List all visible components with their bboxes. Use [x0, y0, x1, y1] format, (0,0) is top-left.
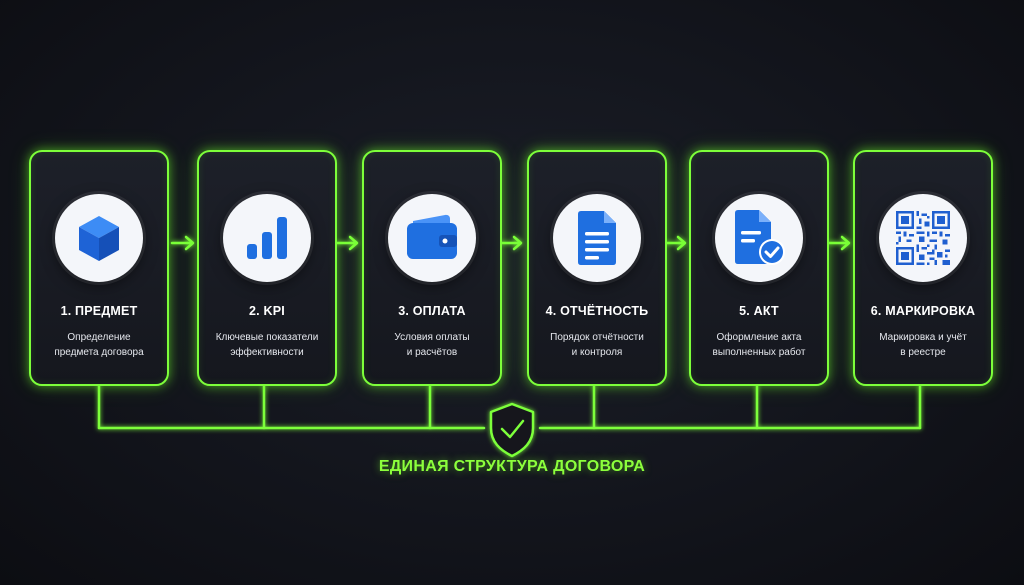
step-card-2[interactable]: 2. KPI Ключевые показатели эффективности [197, 150, 337, 386]
footer-label: ЕДИНАЯ СТРУКТУРА ДОГОВОРА [378, 458, 646, 475]
step-title: 2. KPI [249, 304, 285, 318]
step-description: Порядок отчётности и контроля [550, 332, 644, 358]
shield-check-icon [489, 402, 535, 458]
step-card-5[interactable]: 5. АКТ Оформление акта выполненных работ [689, 150, 829, 386]
document-icon [553, 194, 641, 282]
step-description: Оформление акта выполненных работ [712, 332, 806, 358]
qr-code-icon [879, 194, 967, 282]
step-card-4[interactable]: 4. ОТЧЁТНОСТЬ Порядок отчётности и контр… [527, 150, 667, 386]
step-title: 3. ОПЛАТА [398, 304, 466, 318]
step-card-6[interactable]: 6. МАРКИРОВКА Маркировка и учёт в реестр… [853, 150, 993, 386]
step-title: 4. ОТЧЁТНОСТЬ [545, 304, 649, 318]
arrow-5-6 [826, 235, 851, 251]
arrow-4-5 [662, 235, 687, 251]
step-card-1[interactable]: 1. ПРЕДМЕТ Определение предмета договора [29, 150, 169, 386]
step-description: Условия оплаты и расчётов [394, 332, 470, 358]
step-description: Ключевые показатели эффективности [215, 332, 319, 358]
arrow-1-2 [170, 235, 195, 251]
bar-chart-icon [223, 194, 311, 282]
arrow-2-3 [334, 235, 359, 251]
document-check-icon [715, 194, 803, 282]
cube-icon [55, 194, 143, 282]
arrow-3-4 [498, 235, 523, 251]
wallet-icon [388, 194, 476, 282]
step-description: Маркировка и учёт в реестре [879, 332, 967, 358]
step-title: 6. МАРКИРОВКА [870, 304, 976, 318]
step-title: 5. АКТ [739, 304, 779, 318]
step-title: 1. ПРЕДМЕТ [60, 304, 138, 318]
step-card-3[interactable]: 3. ОПЛАТА Условия оплаты и расчётов [362, 150, 502, 386]
step-description: Определение предмета договора [54, 332, 144, 358]
